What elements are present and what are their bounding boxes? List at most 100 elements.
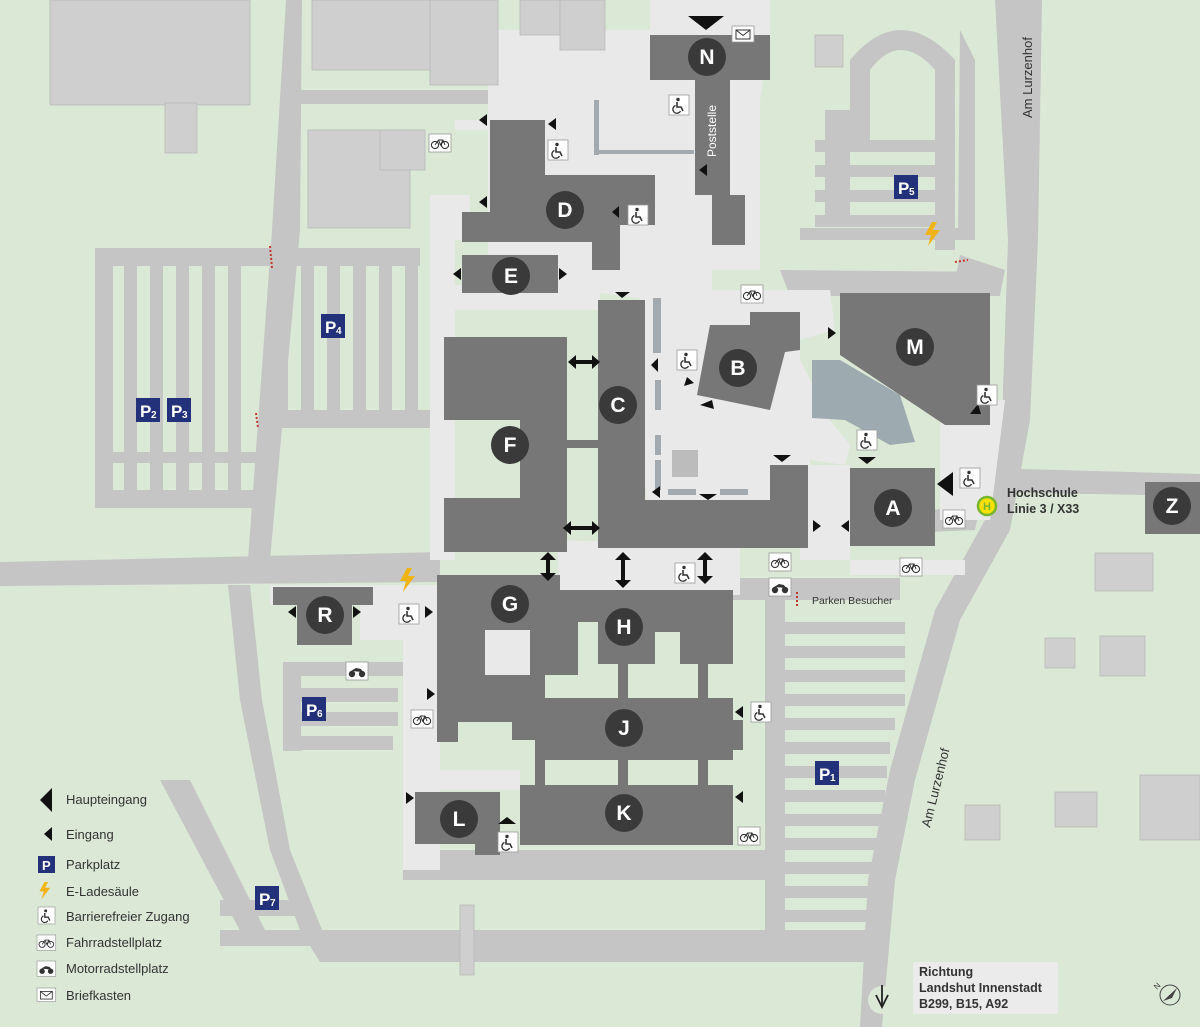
svg-text:D: D xyxy=(557,199,572,222)
svg-text:K: K xyxy=(616,802,631,825)
svg-text:A: A xyxy=(885,497,900,520)
pond xyxy=(812,360,915,445)
svg-text:2: 2 xyxy=(151,410,157,421)
svg-text:5: 5 xyxy=(909,187,915,198)
legend: Haupteingang Eingang P Parkplatz E-Lades… xyxy=(36,788,190,1003)
legend-item-bicycle: Fahrradstellplatz xyxy=(36,934,162,951)
svg-text:N: N xyxy=(699,46,714,69)
svg-text:P: P xyxy=(259,890,270,909)
svg-text:H: H xyxy=(983,501,991,513)
svg-text:Parkplatz: Parkplatz xyxy=(66,857,120,872)
building-Z[interactable]: Z xyxy=(1153,487,1191,525)
direction-label: Richtung Landshut Innenstadt B299, B15, … xyxy=(913,962,1058,1014)
svg-text:G: G xyxy=(502,593,518,616)
legend-item-parking: P Parkplatz xyxy=(38,856,120,873)
svg-text:E: E xyxy=(504,265,518,288)
legend-item-entrance: Eingang xyxy=(44,827,114,842)
building-L[interactable]: L xyxy=(440,800,478,838)
svg-text:Landshut Innenstadt: Landshut Innenstadt xyxy=(919,981,1043,995)
svg-text:1: 1 xyxy=(830,773,836,784)
svg-text:Briefkasten: Briefkasten xyxy=(66,988,131,1003)
building-F[interactable]: F xyxy=(491,426,529,464)
building-G[interactable]: G xyxy=(491,585,529,623)
campus-buildings xyxy=(273,35,1200,855)
building-R[interactable]: R xyxy=(306,596,344,634)
entrance-markers xyxy=(288,16,981,824)
bus-stop[interactable]: H Hochschule Linie 3 / X33 xyxy=(976,486,1079,517)
courtyard-features xyxy=(594,100,748,495)
legend-item-motorcycle: Motorradstellplatz xyxy=(36,960,169,977)
svg-text:Barrierefreier Zugang: Barrierefreier Zugang xyxy=(66,909,190,924)
svg-text:H: H xyxy=(616,616,631,639)
direction-arrow-icon xyxy=(868,985,896,1014)
svg-text:P: P xyxy=(140,402,151,421)
building-labels: N D E C B M F A Z G H R J K L xyxy=(306,38,1191,838)
entrance-icon xyxy=(44,827,52,841)
legend-item-charging: E-Ladesäule xyxy=(39,882,139,900)
svg-text:M: M xyxy=(906,336,924,359)
parking-lots xyxy=(95,30,975,946)
visitor-parking-label: Parken Besucher xyxy=(812,595,893,607)
building-H[interactable]: H xyxy=(605,608,643,646)
building-D[interactable]: D xyxy=(546,191,584,229)
svg-text:Hochschule: Hochschule xyxy=(1007,486,1078,500)
svg-text:Haupteingang: Haupteingang xyxy=(66,792,147,807)
svg-text:J: J xyxy=(618,717,630,740)
bus-stop-icon xyxy=(976,495,998,517)
motorcycle-icon xyxy=(36,960,57,977)
svg-text:Linie 3 / X33: Linie 3 / X33 xyxy=(1007,502,1079,516)
building-K[interactable]: K xyxy=(605,794,643,832)
legend-item-wheelchair: Barrierefreier Zugang xyxy=(37,906,190,925)
building-N[interactable]: N xyxy=(688,38,726,76)
svg-text:P: P xyxy=(306,701,317,720)
other-buildings xyxy=(49,0,1200,976)
svg-text:P: P xyxy=(898,179,909,198)
svg-text:Richtung: Richtung xyxy=(919,965,973,979)
poststelle-label: Poststelle xyxy=(705,105,719,157)
mailbox-icon xyxy=(36,987,57,1003)
building-N-shape xyxy=(650,35,770,245)
svg-text:6: 6 xyxy=(317,709,323,720)
svg-text:C: C xyxy=(610,394,625,417)
parking-icon xyxy=(38,856,55,873)
svg-text:N: N xyxy=(1152,981,1163,992)
svg-text:Eingang: Eingang xyxy=(66,827,114,842)
building-B[interactable]: B xyxy=(719,349,757,387)
building-J[interactable]: J xyxy=(605,709,643,747)
svg-text:P: P xyxy=(819,765,830,784)
svg-text:7: 7 xyxy=(270,898,276,909)
svg-text:3: 3 xyxy=(182,410,188,421)
bicycle-icon xyxy=(36,934,57,951)
svg-text:Fahrradstellplatz: Fahrradstellplatz xyxy=(66,935,162,950)
svg-text:L: L xyxy=(453,808,466,831)
building-E[interactable]: E xyxy=(492,257,530,295)
svg-text:B299, B15, A92: B299, B15, A92 xyxy=(919,997,1008,1011)
building-M[interactable]: M xyxy=(896,328,934,366)
svg-text:E-Ladesäule: E-Ladesäule xyxy=(66,884,139,899)
building-G-courtyard xyxy=(485,630,530,675)
wheelchair-icon xyxy=(37,906,56,925)
svg-text:P: P xyxy=(171,402,182,421)
barriers xyxy=(255,245,969,608)
legend-item-main-entrance: Haupteingang xyxy=(40,788,147,812)
svg-text:R: R xyxy=(317,604,332,627)
svg-text:P: P xyxy=(325,318,336,337)
mailbox-marker xyxy=(731,25,755,43)
north-arrow: N xyxy=(1152,981,1181,1006)
building-A[interactable]: A xyxy=(874,489,912,527)
svg-text:Motorradstellplatz: Motorradstellplatz xyxy=(66,961,169,976)
building-F-shape xyxy=(444,337,567,552)
main-entrance-icon xyxy=(40,788,52,812)
building-C-shape xyxy=(598,300,808,548)
building-C[interactable]: C xyxy=(599,386,637,424)
